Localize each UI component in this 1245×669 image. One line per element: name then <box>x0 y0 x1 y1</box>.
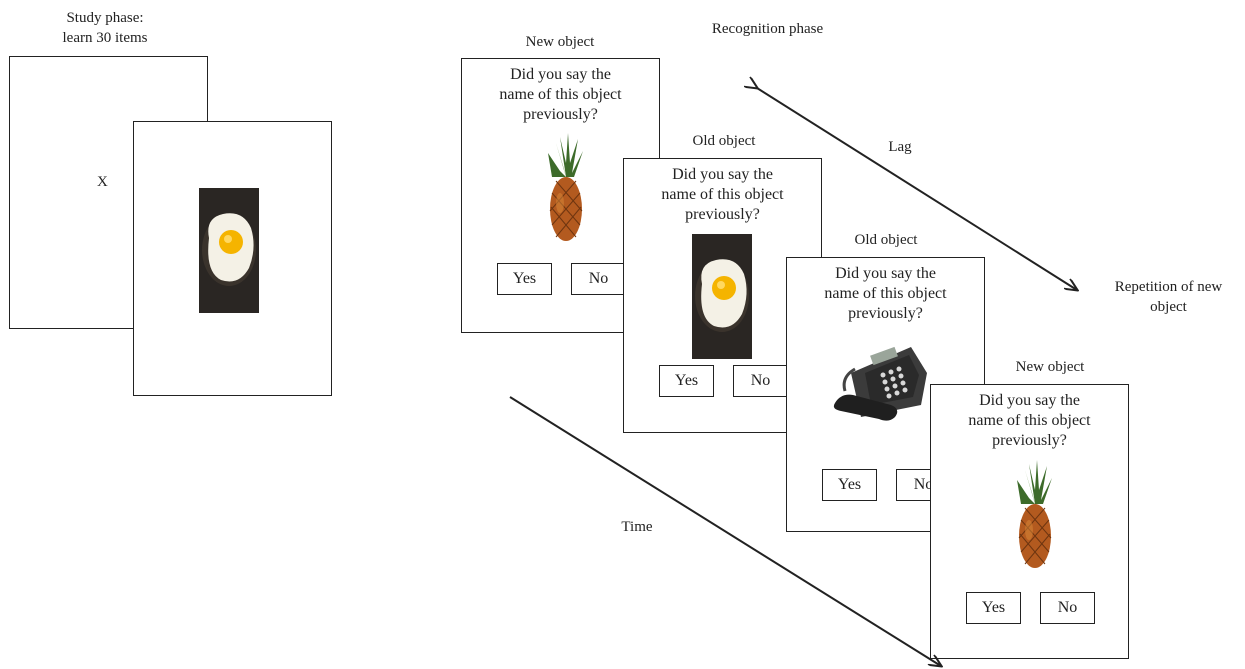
study-phase-title-line1: Study phase: <box>66 10 144 26</box>
card2-yes-button[interactable]: Yes <box>659 365 714 397</box>
card1-yes-button[interactable]: Yes <box>497 263 552 295</box>
lag-arrow <box>757 88 1077 290</box>
study-phase-title-line2: learn 30 items <box>62 30 148 46</box>
card4-label: New object <box>1015 359 1085 375</box>
card2-label: Old object <box>692 133 756 149</box>
repetition-label-line1: Repetition of new <box>1114 279 1223 295</box>
recognition-card-4: Did you say the name of this object prev… <box>930 384 1129 659</box>
study-item-card <box>133 121 332 396</box>
time-label: Time <box>621 519 653 535</box>
lag-label: Lag <box>888 139 912 155</box>
card4-question: Did you say the name of this object prev… <box>968 392 1091 449</box>
card1-question: Did you say the name of this object prev… <box>499 66 622 123</box>
card1-no-button[interactable]: No <box>571 263 626 295</box>
card1-label: New object <box>525 34 595 50</box>
study-phase-title: Study phase: learn 30 items <box>40 8 170 48</box>
card4-no-button[interactable]: No <box>1040 592 1095 624</box>
fixation-cross: X <box>97 174 108 190</box>
card4-yes-button[interactable]: Yes <box>966 592 1021 624</box>
repetition-label: Repetition of new object <box>1096 277 1241 317</box>
repetition-label-line2: object <box>1150 299 1187 315</box>
time-arrow <box>509 396 941 666</box>
card2-no-button[interactable]: No <box>733 365 788 397</box>
card3-yes-button[interactable]: Yes <box>822 469 877 501</box>
recognition-phase-title: Recognition phase <box>711 21 824 37</box>
